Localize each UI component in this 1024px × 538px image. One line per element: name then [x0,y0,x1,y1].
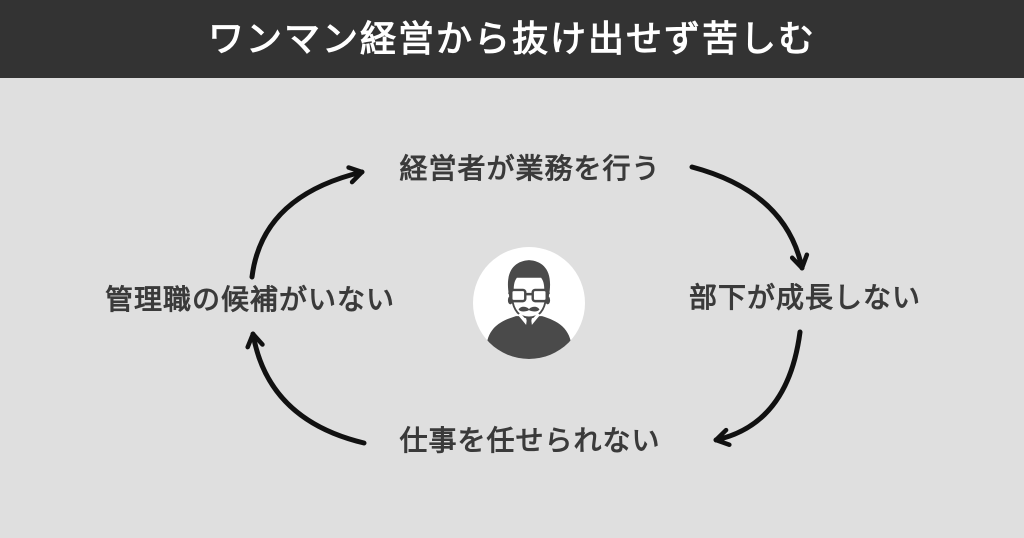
arrow-bottom-to-left-icon [245,331,367,446]
arrow-right-to-bottom-icon [713,329,803,447]
cycle-label-bottom: 仕事を任せられない [399,425,661,456]
arrow-top-to-right-icon [689,164,810,271]
cycle-label-right: 部下が成長しない [688,282,922,313]
cycle-label-left: 管理職の候補がいない [104,284,396,315]
title-bar: ワンマン経営から抜け出せず苦しむ [0,0,1024,78]
arrow-left-to-top-icon [249,165,365,280]
center-avatar [473,247,585,359]
businessman-icon [486,260,572,359]
page-title: ワンマン経営から抜け出せず苦しむ [207,18,816,59]
cycle-label-top: 経営者が業務を行う [399,153,661,184]
